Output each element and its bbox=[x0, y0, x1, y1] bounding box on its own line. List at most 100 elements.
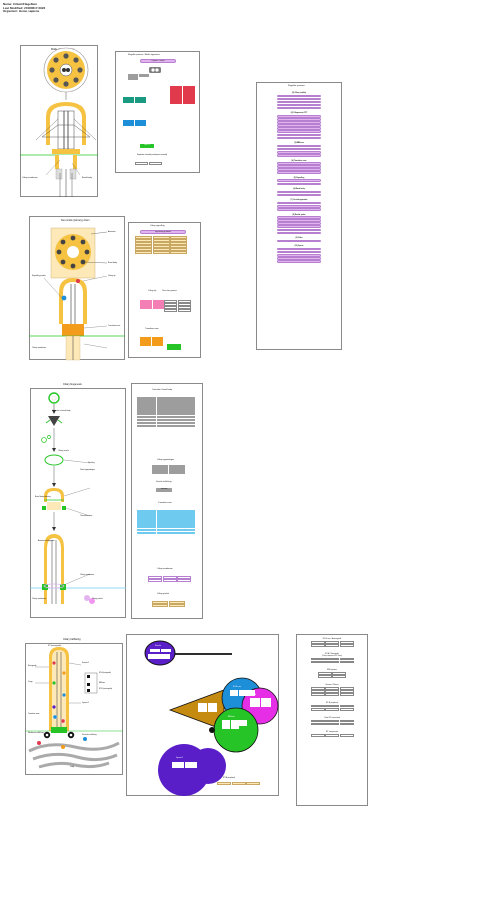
gene-cell: CEP63 bbox=[176, 412, 195, 416]
gene-cell: AHI1 bbox=[137, 528, 156, 532]
gene-cell: NPHP1 bbox=[151, 337, 163, 340]
gene-cell: GLI1 bbox=[170, 236, 187, 239]
gene-cell: B9D1 bbox=[176, 513, 195, 516]
gene-cell: KIF3B bbox=[160, 649, 171, 652]
flagellar-gene-pill: IFT122 bbox=[277, 136, 321, 140]
gene-cell: MKS1 bbox=[137, 510, 156, 513]
pocket-box-title: Ciliary pocket bbox=[157, 593, 170, 595]
ciliary-tip-label: Ciliary tip bbox=[108, 275, 116, 277]
gene-cell: CLUAP1 bbox=[310, 719, 325, 723]
flagellar-gene-pill: DNAH11 bbox=[277, 97, 321, 101]
ift-label: IFT (anterograde) bbox=[48, 645, 62, 647]
legend-bbsome: BBSome bbox=[99, 683, 105, 684]
gene-cell: TMEM216 bbox=[156, 519, 176, 522]
gene-cell: IFT56 bbox=[310, 734, 325, 737]
gene-cell: TALPID3 bbox=[176, 421, 195, 425]
gene-cell: KIF3A bbox=[150, 649, 160, 652]
gene-cell: CEP72 bbox=[156, 412, 176, 416]
blob2-title: IFT-B core bbox=[233, 686, 241, 688]
header-name: Name: Cilium/Flagellum bbox=[3, 2, 38, 6]
gene-cell: B9D2 bbox=[137, 516, 156, 519]
gene-cell: IFT80 bbox=[207, 703, 217, 706]
panel3-title: Ciliary biogenesis bbox=[63, 383, 82, 386]
gene-cell: SUFU bbox=[152, 303, 165, 306]
flagellar-group-title: (8) Radial spoke bbox=[292, 213, 306, 216]
trafficking-illustration bbox=[25, 647, 123, 769]
flagellar-gene-pill: SPAG6 bbox=[277, 201, 321, 205]
gene-cell: CEP83 bbox=[168, 465, 185, 468]
gene-cell: CP110 bbox=[156, 406, 176, 409]
step5-label: Axoneme elongation bbox=[38, 540, 55, 542]
gene-cell: DYNC2H1 bbox=[172, 762, 184, 765]
gene-cell: DNAAF1 bbox=[182, 89, 195, 92]
flagellar-gene-pill: MKS1 bbox=[277, 171, 321, 174]
primary-cilium-illustration bbox=[29, 227, 125, 361]
gene-cell: NEK8 bbox=[176, 531, 195, 535]
gene-cell: BBS2 bbox=[332, 672, 347, 675]
gene-cell: DNAH9 bbox=[128, 77, 138, 80]
gene-cell: RSPH1 bbox=[123, 97, 134, 100]
gene-cell: SMO bbox=[135, 236, 152, 239]
motility-note: Regulation of motility and dynein assemb… bbox=[136, 155, 168, 156]
gene-cell: EHD3 bbox=[152, 604, 168, 607]
gene-cell: DYNC2LI1 bbox=[184, 762, 197, 765]
flagellar-group-title: (5) Signalling bbox=[293, 176, 305, 179]
flagellar-gene-pill: CFAP69 bbox=[277, 253, 321, 257]
gene-cell: RP2 bbox=[162, 579, 177, 582]
gene-cell: IFT46 bbox=[310, 644, 325, 647]
gene-cell: ODF2 bbox=[176, 400, 195, 403]
gene-cell: TTC21B bbox=[339, 660, 354, 664]
gene-cell: IFT74 bbox=[339, 641, 354, 644]
gene-cell: WDR34 bbox=[310, 693, 325, 696]
gene-cell: FBF1 bbox=[137, 400, 156, 403]
gene-cell: DRC1 bbox=[134, 100, 146, 103]
gene-cell: BBS1 bbox=[222, 720, 230, 723]
gene-cell: NPHP1 bbox=[176, 522, 195, 525]
flagellar-group-title: (7) Central apparatus bbox=[290, 199, 308, 202]
gene-cell: DNAAF2 bbox=[170, 92, 182, 95]
flagellar-gene-pill: RSPH1 bbox=[277, 216, 321, 219]
transition-zone-label: Transition zone bbox=[108, 325, 121, 327]
gene-cell: DNAH1 bbox=[128, 74, 138, 77]
gene-cell: CEP97 bbox=[137, 406, 156, 409]
motile-cilium-illustration bbox=[20, 47, 98, 197]
gene-cell: NPHP4 bbox=[137, 525, 156, 529]
gene-cell: IFT172 bbox=[198, 703, 207, 706]
gene-cell: OFD2 bbox=[156, 409, 176, 412]
gene-cell: IFT70 bbox=[247, 693, 255, 696]
gene-cell: IFT88 bbox=[230, 690, 238, 693]
gene-cell: TCTN3 bbox=[156, 513, 176, 516]
gene-cell: BBIP1 bbox=[230, 726, 239, 729]
gene-cell: IFT43 bbox=[310, 660, 325, 664]
ift-list-title: IFT-B peripheral bbox=[325, 701, 339, 704]
trafficking-panel bbox=[25, 643, 123, 775]
gene-cell: CCDC39 bbox=[123, 120, 134, 123]
gene-cell: CEP89 bbox=[156, 400, 176, 403]
flagellar-group-title: (4) Transition zone bbox=[291, 159, 307, 162]
gene-cell: IFT70 bbox=[339, 644, 354, 647]
blob4-title: BBSome bbox=[228, 716, 235, 718]
gene-cell: IFT43 bbox=[260, 701, 271, 704]
gene-cell: CEP89 bbox=[177, 306, 191, 309]
gene-cell: TMEM67 bbox=[156, 510, 176, 513]
gene-cell: IFT38 bbox=[325, 707, 339, 711]
gene-cell: SSTR3 bbox=[152, 245, 170, 248]
ciliary-membrane-label-2: Ciliary membrane bbox=[32, 347, 47, 349]
gene-cell: MKS1 bbox=[151, 343, 163, 346]
gene-cell: BBS1 bbox=[317, 672, 332, 675]
gene-cell: TMEM237 bbox=[137, 522, 156, 525]
